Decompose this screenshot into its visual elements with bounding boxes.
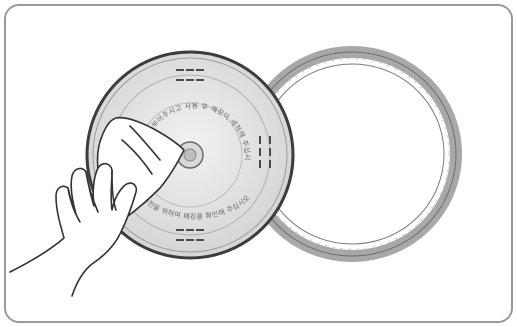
hand-with-cloth-icon	[9, 116, 185, 297]
